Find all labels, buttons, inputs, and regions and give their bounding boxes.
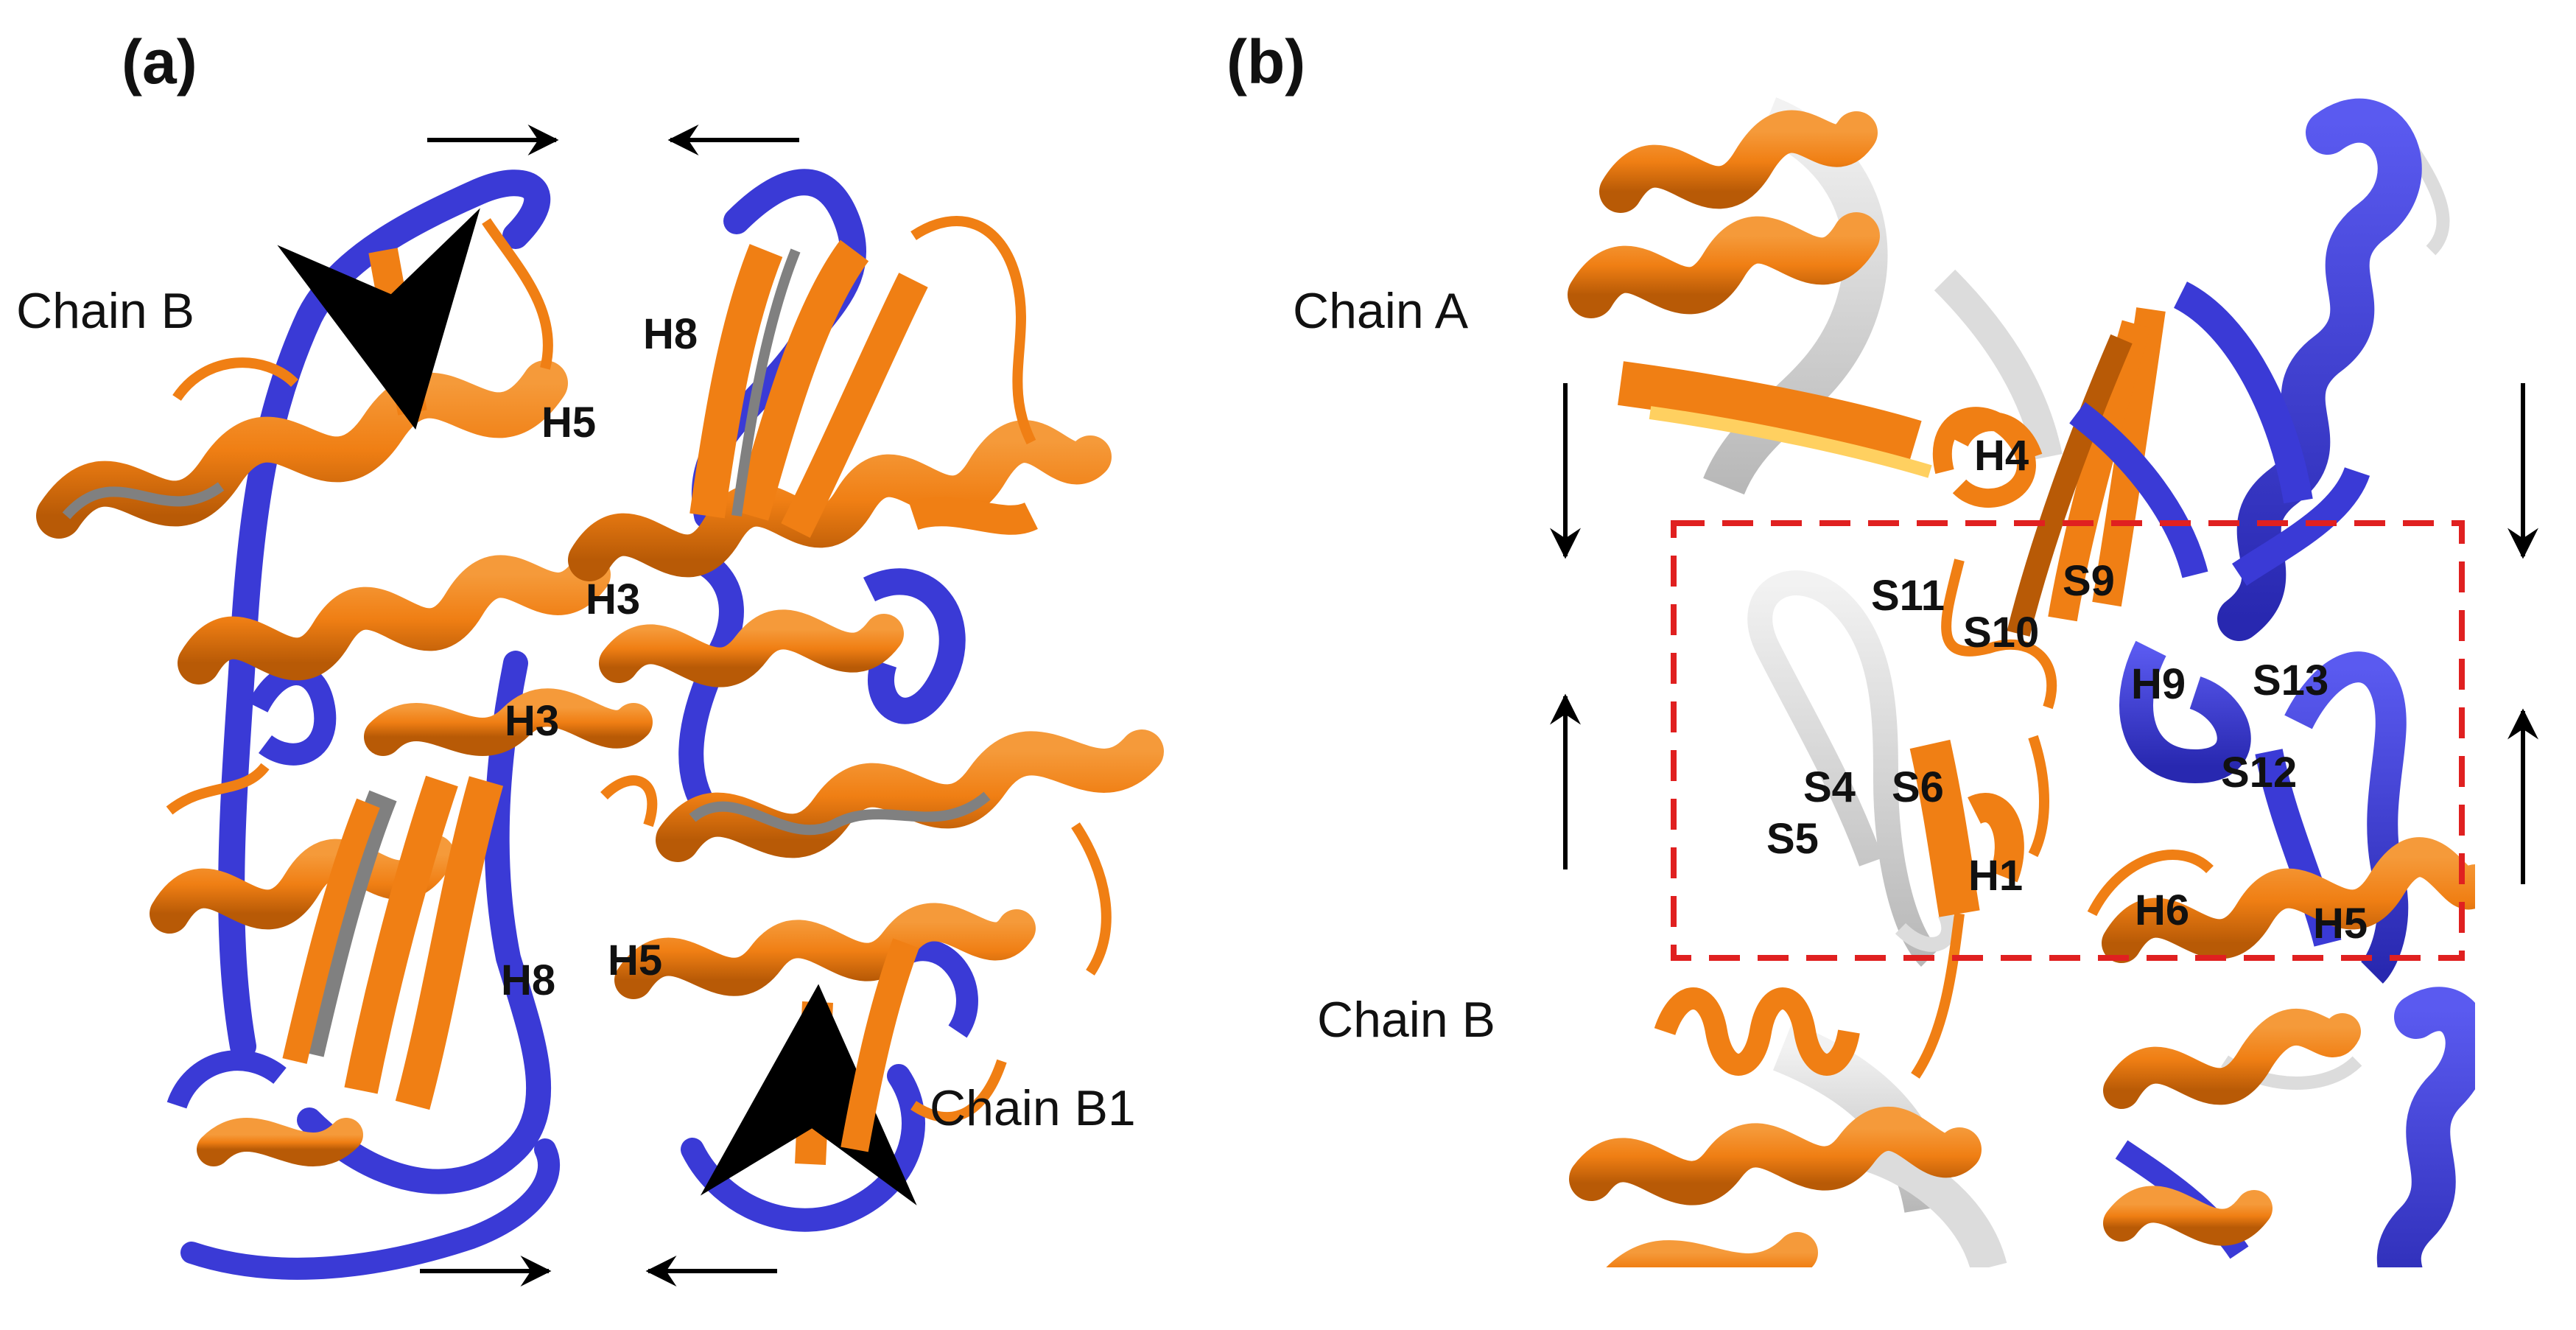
chain-b-label: Chain B xyxy=(16,283,194,339)
panel-a-label: (a) xyxy=(122,27,197,97)
sse-label-b-s12: S12 xyxy=(2221,749,2298,797)
panel-a-structure xyxy=(36,125,1164,1287)
chain-b1-label: Chain B1 xyxy=(930,1080,1136,1136)
sse-label-b-s13: S13 xyxy=(2253,657,2329,704)
sse-label-b-h4: H4 xyxy=(1974,432,2029,480)
sse-label-a-h3-right: H3 xyxy=(586,575,641,623)
chain-b-ribbon xyxy=(36,169,658,1280)
sse-label-a-h8-top: H8 xyxy=(643,310,698,358)
interface-dashed-box xyxy=(1671,520,2465,961)
chain-b-label-b: Chain B xyxy=(1317,992,1495,1048)
panel-b-label: (b) xyxy=(1226,27,1306,97)
sse-label-b-s11: S11 xyxy=(1871,572,1945,620)
sse-label-a-h8-bottom: H8 xyxy=(501,956,556,1004)
sse-label-a-h3-left: H3 xyxy=(505,697,560,745)
sse-label-b-s6: S6 xyxy=(1892,763,1944,811)
sse-label-a-h5-top: H5 xyxy=(541,399,597,447)
panel-b-structure xyxy=(1550,97,2538,1267)
sse-label-b-s10: S10 xyxy=(1963,609,2040,657)
sse-label-b-s4: S4 xyxy=(1803,763,1856,811)
panel-a-arrows xyxy=(420,125,799,1287)
sse-label-b-h1: H1 xyxy=(1968,852,2024,900)
sse-label-b-s9: S9 xyxy=(2063,557,2115,605)
chain-b1-ribbon xyxy=(568,169,1164,1232)
sse-label-b-s5: S5 xyxy=(1766,815,1819,863)
sse-label-b-h9: H9 xyxy=(2131,660,2186,708)
sse-label-b-h5: H5 xyxy=(2313,900,2368,948)
panel-b-arrows xyxy=(1550,383,2538,884)
sse-label-b-h6: H6 xyxy=(2135,886,2190,934)
chain-a-label: Chain A xyxy=(1293,283,1469,339)
sse-label-a-h5-bottom: H5 xyxy=(608,937,663,984)
